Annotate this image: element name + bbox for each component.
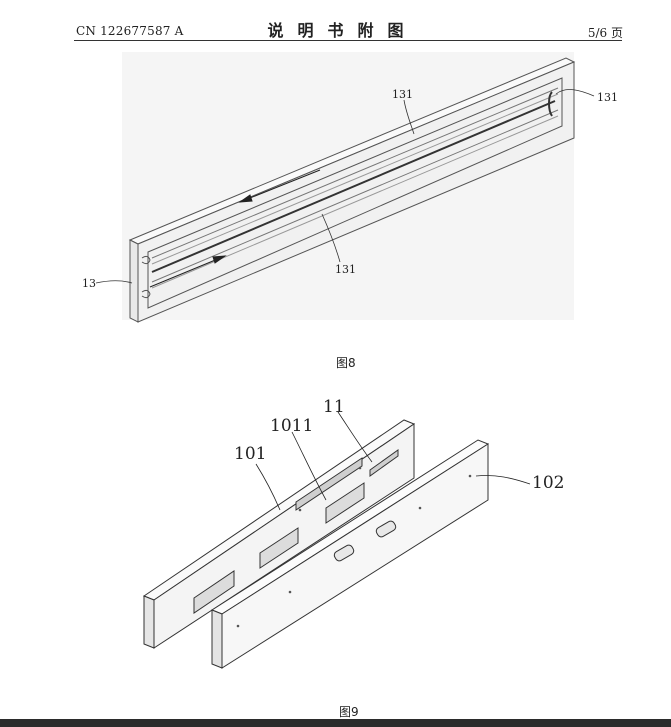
header-rule [74, 40, 622, 41]
hole [418, 506, 422, 510]
leader-13 [95, 280, 133, 284]
plate-inner-frame [147, 77, 563, 309]
flow-arrow-lower-shaft [149, 255, 226, 288]
lower-channel-line-a [151, 109, 559, 283]
center-rib [151, 100, 556, 273]
label-131-bottom: 131 [335, 263, 356, 276]
hole [468, 474, 472, 478]
figure-8-drawing: 131 131 131 13 [82, 52, 618, 323]
plate-102-end [211, 609, 223, 669]
leader-11 [337, 411, 373, 463]
flow-arrow-upper-shaft [239, 169, 321, 203]
leader-131-top [403, 99, 415, 135]
hole [298, 508, 302, 512]
upper-channel-line-b [151, 93, 559, 265]
viewer-bottom-bar [0, 719, 671, 727]
port-upper [141, 255, 151, 265]
slot-11 [369, 449, 399, 477]
pin-2 [375, 520, 397, 538]
label-13: 13 [82, 277, 96, 290]
label-131-right: 131 [597, 91, 618, 104]
figure-8-caption: 图8 [336, 356, 356, 370]
page-number: 5/6 页 [587, 26, 623, 40]
hole [236, 624, 240, 628]
slot-3 [325, 482, 365, 524]
slot-1 [193, 570, 235, 614]
leader-131-right [555, 89, 595, 97]
upper-channel-line-a [151, 87, 559, 259]
label-1011: 1011 [270, 416, 313, 436]
leader-101 [255, 463, 281, 511]
slot-2 [259, 527, 299, 569]
flow-arrow-upper-head [238, 194, 253, 203]
hole [358, 466, 362, 470]
pin-1 [333, 544, 355, 562]
slot-1011 [295, 457, 363, 511]
leader-102 [475, 475, 531, 485]
leader-131-bottom [321, 213, 341, 263]
publication-number: CN 122677587 A [76, 24, 184, 38]
port-lower [141, 289, 151, 299]
hole [288, 590, 292, 594]
label-101: 101 [234, 444, 266, 464]
page-header: CN 122677587 A 说明书附图 5/6 页 [0, 0, 671, 44]
plate-left-end [129, 239, 139, 323]
flow-arrow-lower-head [212, 255, 227, 264]
label-131-top: 131 [392, 88, 413, 101]
figure-9-drawing: 11 1011 101 102 [142, 397, 564, 669]
leader-1011 [291, 431, 327, 501]
label-102: 102 [532, 473, 564, 493]
u-turn-channel [548, 91, 553, 117]
plate-102-face [221, 443, 489, 669]
document-title: 说明书附图 [267, 21, 418, 40]
figure-9-caption: 图9 [339, 705, 359, 719]
plate-101-end [143, 595, 155, 649]
label-11: 11 [323, 397, 345, 417]
